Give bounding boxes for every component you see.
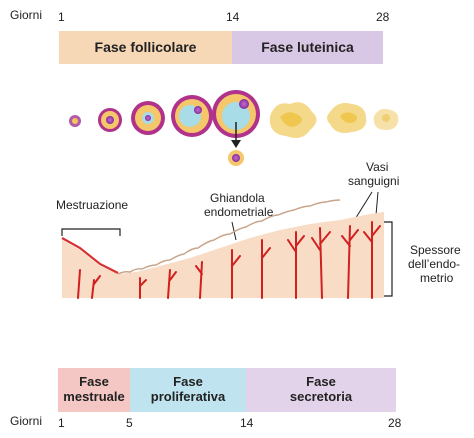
menstrual-phase-line1: Fase — [79, 374, 109, 390]
secondary-follicle-icon — [131, 101, 165, 135]
luteal-phase-label: Fase luteinica — [261, 39, 354, 56]
blood-vessels — [77, 221, 381, 299]
released-oocyte-icon — [228, 150, 244, 166]
luteal-phase-band: Fase luteinica — [232, 31, 383, 64]
thickness-bracket — [384, 221, 393, 297]
top-day-tick-1: 1 — [58, 10, 65, 24]
thickness-label-line3: metrio — [420, 271, 454, 285]
shedding-surface — [61, 237, 119, 274]
proliferative-phase-line1: Fase — [173, 374, 203, 390]
corpus-albicans-icon — [373, 108, 399, 130]
corpus-luteum-mid-icon — [327, 103, 367, 133]
proliferative-phase-band: Fase proliferativa — [130, 368, 246, 412]
menstruation-bracket — [61, 228, 121, 236]
secretory-phase-line2: secretoria — [289, 389, 353, 404]
vessels-label-line2: sanguigni — [348, 174, 400, 188]
top-days-label: Giorni — [10, 8, 43, 22]
follicular-phase-band: Fase follicolare — [59, 31, 232, 64]
tertiary-follicle-icon — [171, 95, 213, 137]
follicle-development-illustration — [69, 90, 399, 166]
top-day-tick-28: 28 — [376, 10, 390, 24]
gland-surface — [117, 199, 341, 275]
bottom-day-tick-14: 14 — [240, 416, 254, 430]
thickness-label-line1: Spessore — [410, 243, 461, 257]
thickness-label-line2: dell’endo- — [408, 257, 461, 271]
bottom-day-tick-5: 5 — [126, 416, 133, 430]
mature-follicle-icon — [212, 90, 260, 138]
vessels-label-line1: Vasi — [366, 160, 389, 174]
top-day-tick-14: 14 — [226, 10, 240, 24]
gland-label-line1: Ghiandola — [210, 191, 265, 205]
corpus-luteum-early-icon — [269, 102, 317, 138]
bottom-days-label: Giorni — [10, 414, 43, 428]
bottom-day-tick-1: 1 — [58, 416, 65, 430]
gland-label-line2: endometriale — [204, 205, 274, 219]
menstrual-phase-band: Fase mestruale — [58, 368, 130, 412]
ovulation-arrow-icon — [231, 122, 241, 148]
primary-follicle-icon — [98, 108, 122, 132]
secretory-phase-line1: Fase — [306, 374, 336, 390]
endometrial-tissue — [62, 212, 384, 298]
menstrual-phase-line2: mestruale — [63, 389, 125, 404]
follicular-phase-label: Fase follicolare — [94, 39, 197, 56]
bottom-day-tick-28: 28 — [388, 416, 402, 430]
primordial-follicle-icon — [69, 115, 81, 127]
proliferative-phase-line2: proliferativa — [150, 389, 226, 404]
endometrium-illustration — [61, 191, 393, 299]
secretory-phase-band: Fase secretoria — [246, 368, 396, 412]
menstruation-label: Mestruazione — [56, 198, 129, 212]
